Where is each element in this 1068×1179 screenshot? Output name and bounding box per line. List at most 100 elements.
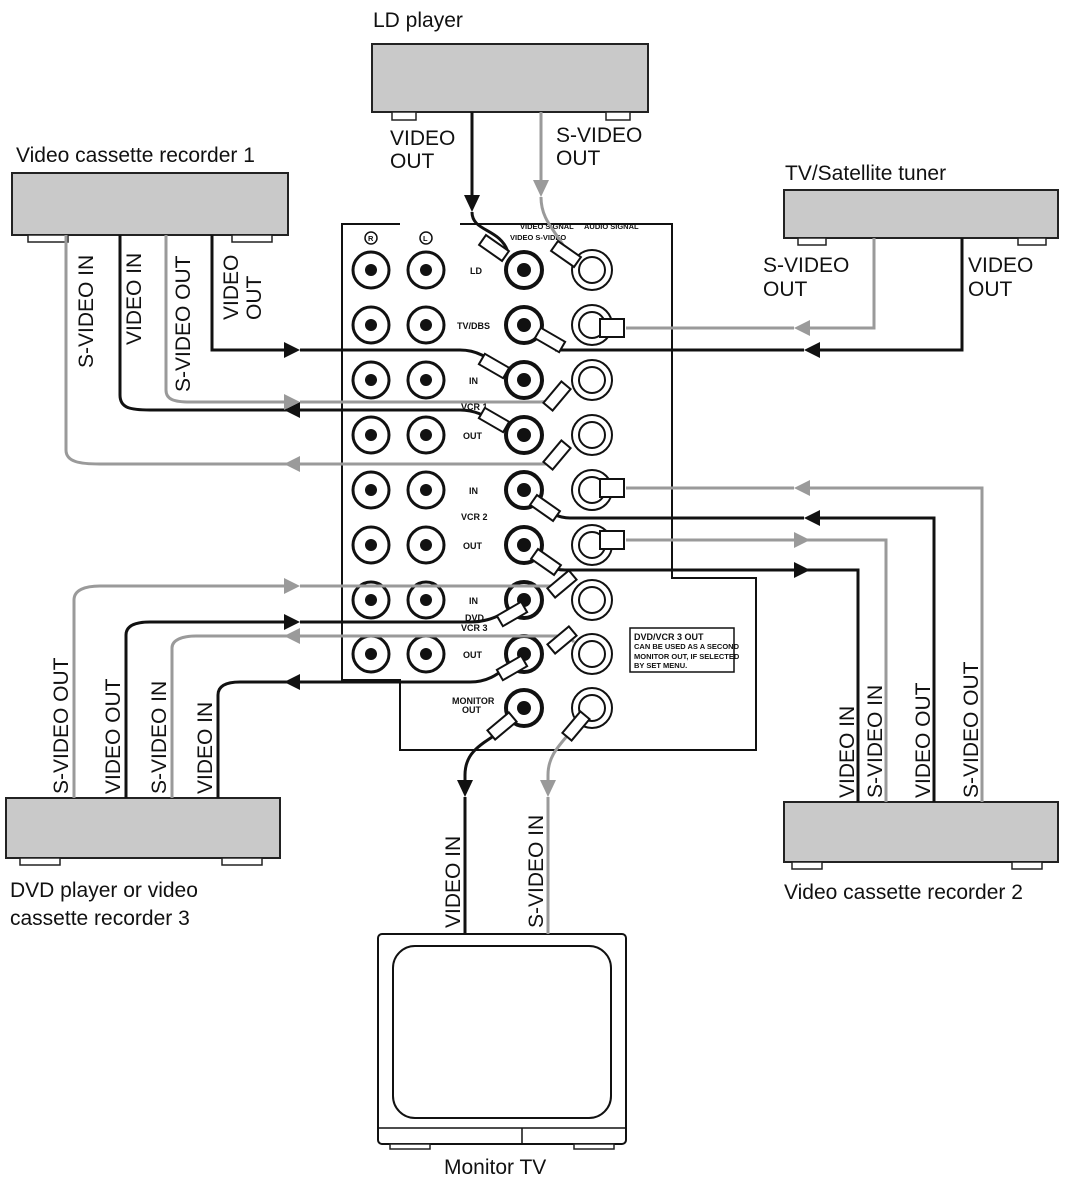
arrow-vcr2-video-in: [794, 562, 810, 578]
plug-monitor-video: [486, 710, 518, 742]
plug-ld-svideo: [549, 239, 583, 269]
cable-vcr2-svideo-in: [800, 538, 888, 802]
jack-dvd-in-audio-l-pin: [420, 594, 432, 606]
tv-video-out-label-1: VIDEO: [968, 254, 1033, 277]
ld-svideo-out-label-1: S-VIDEO: [556, 124, 642, 147]
monitor-svideo-in-label: S-VIDEO IN: [525, 815, 548, 928]
note-box: [629, 627, 735, 673]
row-label-vcr2: VCR 2: [461, 512, 488, 522]
arrow-vcr2-svideo-in: [794, 532, 810, 548]
row-label-dvd-out: OUT: [463, 650, 483, 660]
dvd-vcr3-body: [5, 797, 281, 859]
tv-satellite-foot-left: [797, 237, 827, 246]
audio-left-label: L: [423, 234, 428, 243]
row-label-vcr2-in: IN: [469, 486, 478, 496]
jack-ld-audio-l-pin: [420, 264, 432, 276]
vcr1-video-in-label: VIDEO IN: [123, 253, 146, 345]
plug-vcr1-video-in: [477, 406, 511, 434]
cable-tv-svideo: [800, 238, 876, 330]
row-label-monitor-1: MONITOR: [452, 696, 495, 706]
arrow-monitor-video: [457, 780, 473, 797]
ld-player-foot-right: [605, 111, 631, 121]
jack-vcr1-in-video-pin: [517, 373, 531, 387]
plug-vcr1-svideo-in: [541, 439, 573, 471]
cable-vcr2-video-in: [800, 568, 860, 802]
ld-player-body: [371, 43, 649, 113]
jack-row-tvdbs: [351, 304, 613, 346]
vcr1-foot-right: [231, 234, 273, 243]
row-label-vcr1-in: IN: [469, 376, 478, 386]
note-line-4: BY SET MENU.: [634, 661, 687, 670]
arrow-vcr1-video-out: [284, 342, 300, 358]
dvd-video-out-label: VIDEO OUT: [102, 678, 125, 794]
arrow-vcr1-video-in: [284, 402, 300, 418]
plug-dvd-svideo-out: [546, 568, 578, 600]
plug-dvd-video-in: [495, 654, 529, 682]
jack-ld-svideo-inner: [578, 256, 606, 284]
plug-ld-video: [477, 233, 511, 263]
arrow-tv-svideo: [794, 320, 810, 336]
row-label-monitor-2: OUT: [462, 705, 482, 715]
monitor-tv: [377, 933, 627, 1150]
jack-dvd-out-audio-l-pin: [420, 648, 432, 660]
arrow-ld-svideo: [533, 180, 549, 197]
cable-vcr1-svideo-out: [164, 235, 290, 404]
plug-vcr2-video-out: [528, 493, 562, 523]
note-line-1: DVD/VCR 3 OUT: [634, 632, 704, 642]
row-label-tvdbs: TV/DBS: [457, 321, 490, 331]
monitor-video-in-label: VIDEO IN: [442, 836, 465, 928]
jack-vcr1-out-audio-l-pin: [420, 429, 432, 441]
cable-vcr1-svideo-in: [64, 235, 290, 466]
jack-vcr1-out-audio-r-pin: [365, 429, 377, 441]
tv-satellite-label: TV/Satellite tuner: [785, 162, 946, 185]
ld-svideo-out-label-2: OUT: [556, 147, 601, 170]
arrow-ld-video: [464, 195, 480, 212]
audio-left-marker: [419, 231, 433, 245]
jack-dvd-in-svideo-inner: [578, 586, 606, 614]
tv-satellite-foot-right: [1017, 237, 1047, 246]
dvd-svideo-in-label: S-VIDEO IN: [148, 681, 171, 794]
vcr1: [11, 172, 289, 243]
monitor-tv-screen: [392, 945, 612, 1119]
jack-vcr2-in-audio-r-pin: [365, 484, 377, 496]
row-label-vcr2-out: OUT: [463, 541, 483, 551]
monitor-tv-label: Monitor TV: [444, 1156, 546, 1179]
vcr2-foot-left: [791, 861, 823, 870]
cable-ld-video-plug-lead: [470, 211, 510, 253]
jack-vcr2-out-video-pin: [517, 538, 531, 552]
jack-row-vcr1-in: [351, 359, 613, 401]
tv-satellite-body: [783, 189, 1059, 239]
tv-satellite-tuner: [783, 189, 1059, 246]
jack-row-vcr1-out: [351, 414, 613, 456]
plug-vcr2-svideo-out: [599, 478, 625, 498]
jack-vcr2-in-video-pin: [517, 483, 531, 497]
vcr1-video-out-label-1: VIDEO: [220, 255, 243, 320]
vcr1-svideo-in-label: S-VIDEO IN: [75, 255, 98, 368]
jack-vcr2-out-audio-r-pin: [365, 539, 377, 551]
plug-vcr1-svideo-out: [541, 380, 573, 412]
jack-vcr2-in-audio-l-pin: [420, 484, 432, 496]
arrow-vcr1-svideo-in: [284, 456, 300, 472]
jack-tvdbs-audio-l-pin: [420, 319, 432, 331]
plug-tv-svideo: [599, 318, 625, 338]
jack-vcr2-out-audio-l-pin: [420, 539, 432, 551]
ld-player-label: LD player: [373, 9, 463, 32]
receiver-rear-panel: [341, 222, 757, 751]
monitor-tv-foot-right: [573, 1143, 615, 1150]
vcr2-svideo-out-label: S-VIDEO OUT: [960, 661, 983, 798]
tv-svideo-out-label-2: OUT: [763, 278, 808, 301]
vcr2: [783, 801, 1059, 870]
panel-header-audio-signal: AUDIO SIGNAL: [584, 222, 639, 231]
jack-vcr1-in-audio-l-pin: [420, 374, 432, 386]
vcr1-label: Video cassette recorder 1: [16, 144, 255, 167]
arrow-dvd-video-out: [284, 614, 300, 630]
jack-row-ld: [351, 249, 613, 291]
arrow-vcr2-video-out: [804, 510, 820, 526]
dvd-vcr3-label-line1: DVD player or video: [10, 879, 198, 902]
cable-vcr2-video-out: [810, 516, 936, 802]
vcr2-video-in-label: VIDEO IN: [836, 706, 859, 798]
dvd-video-in-label: VIDEO IN: [194, 702, 217, 794]
arrow-vcr2-svideo-out: [794, 480, 810, 496]
jack-vcr1-in-audio-r-pin: [365, 374, 377, 386]
plug-dvd-svideo-in: [546, 624, 578, 656]
